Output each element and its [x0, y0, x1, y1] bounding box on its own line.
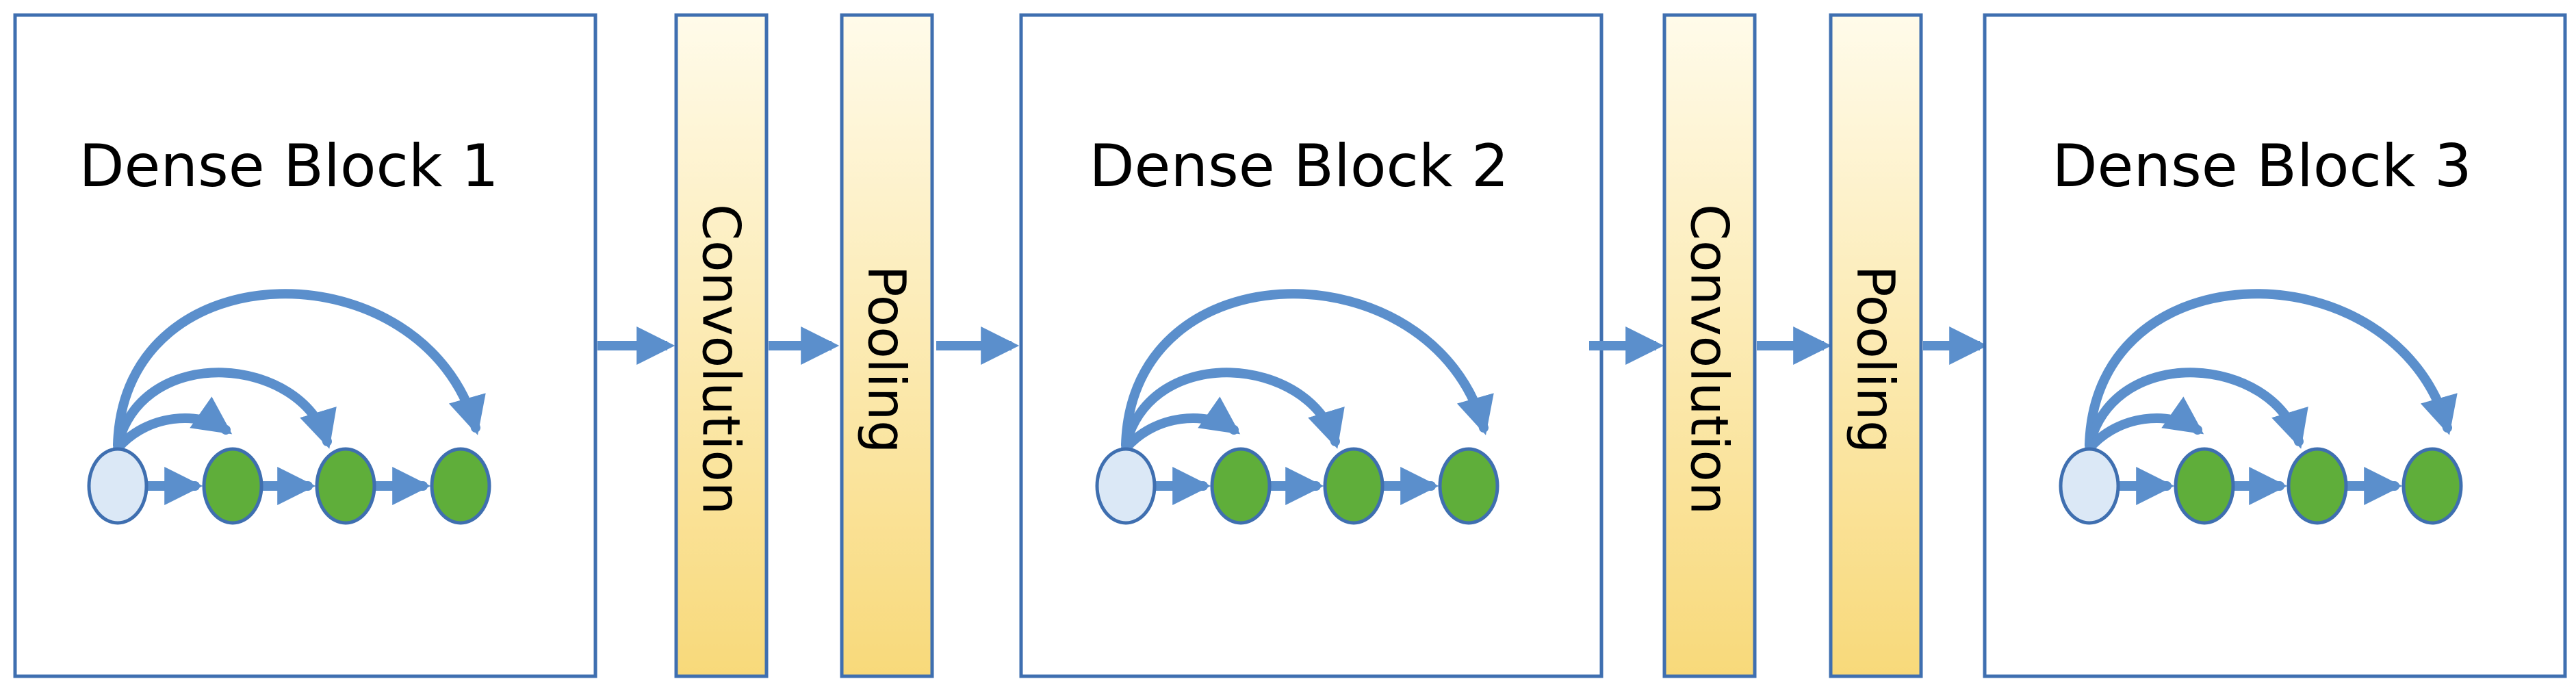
dense-block-1: Dense Block 1 [13, 13, 597, 678]
convolution-layer-2-label: Convolution [1679, 204, 1740, 515]
pooling-layer-2: Pooling [1829, 13, 1923, 678]
input-node [2059, 447, 2120, 525]
feature-node [2174, 447, 2235, 525]
convolution-layer-2-box [1662, 13, 1757, 678]
convolution-layer-1-box [674, 13, 769, 678]
input-node [87, 447, 149, 525]
pooling-layer-1: Pooling [840, 13, 934, 678]
skip-arrow-1-to-4 [1121, 289, 1494, 450]
skip-arrow-1-to-4 [2085, 289, 2458, 450]
dense-block-3-graph [2085, 289, 2458, 505]
pooling-layer-1-box [840, 13, 934, 678]
skip-arrow-1-to-2 [1121, 396, 1241, 453]
skip-arrow-1-to-4 [113, 289, 486, 450]
dense-block-2-graph [1121, 289, 1494, 505]
dense-block-2: Dense Block 2 [1019, 13, 1603, 678]
feature-node [202, 447, 263, 525]
dense-block-1-frame [13, 13, 597, 678]
skip-arrow-1-to-3 [113, 368, 337, 450]
feature-node [1438, 447, 1499, 525]
skip-arrow-1-to-2 [2085, 396, 2204, 453]
convolution-layer-2: Convolution [1662, 13, 1757, 678]
dense-block-1-title: Dense Block 1 [79, 132, 498, 201]
dense-block-3-title: Dense Block 3 [2052, 132, 2471, 201]
convolution-layer-1: Convolution [674, 13, 769, 678]
pooling-layer-2-label: Pooling [1846, 266, 1907, 454]
feature-node [2287, 447, 2348, 525]
feature-node [315, 447, 376, 525]
skip-arrow-1-to-3 [1121, 368, 1345, 450]
feature-node [1210, 447, 1272, 525]
input-node [1095, 447, 1157, 525]
pooling-layer-1-label: Pooling [857, 266, 918, 454]
feature-node [2401, 447, 2463, 525]
feature-node [430, 447, 491, 525]
skip-arrow-1-to-2 [113, 396, 233, 453]
dense-block-2-frame [1019, 13, 1603, 678]
dense-block-2-title: Dense Block 2 [1089, 132, 1508, 201]
dense-block-1-graph [113, 289, 486, 505]
skip-arrow-1-to-3 [2085, 368, 2308, 450]
feature-node [1323, 447, 1384, 525]
dense-block-3: Dense Block 3 [1983, 13, 2567, 678]
convolution-layer-1-label: Convolution [691, 204, 752, 515]
dense-block-3-frame [1983, 13, 2567, 678]
pooling-layer-2-box [1829, 13, 1923, 678]
